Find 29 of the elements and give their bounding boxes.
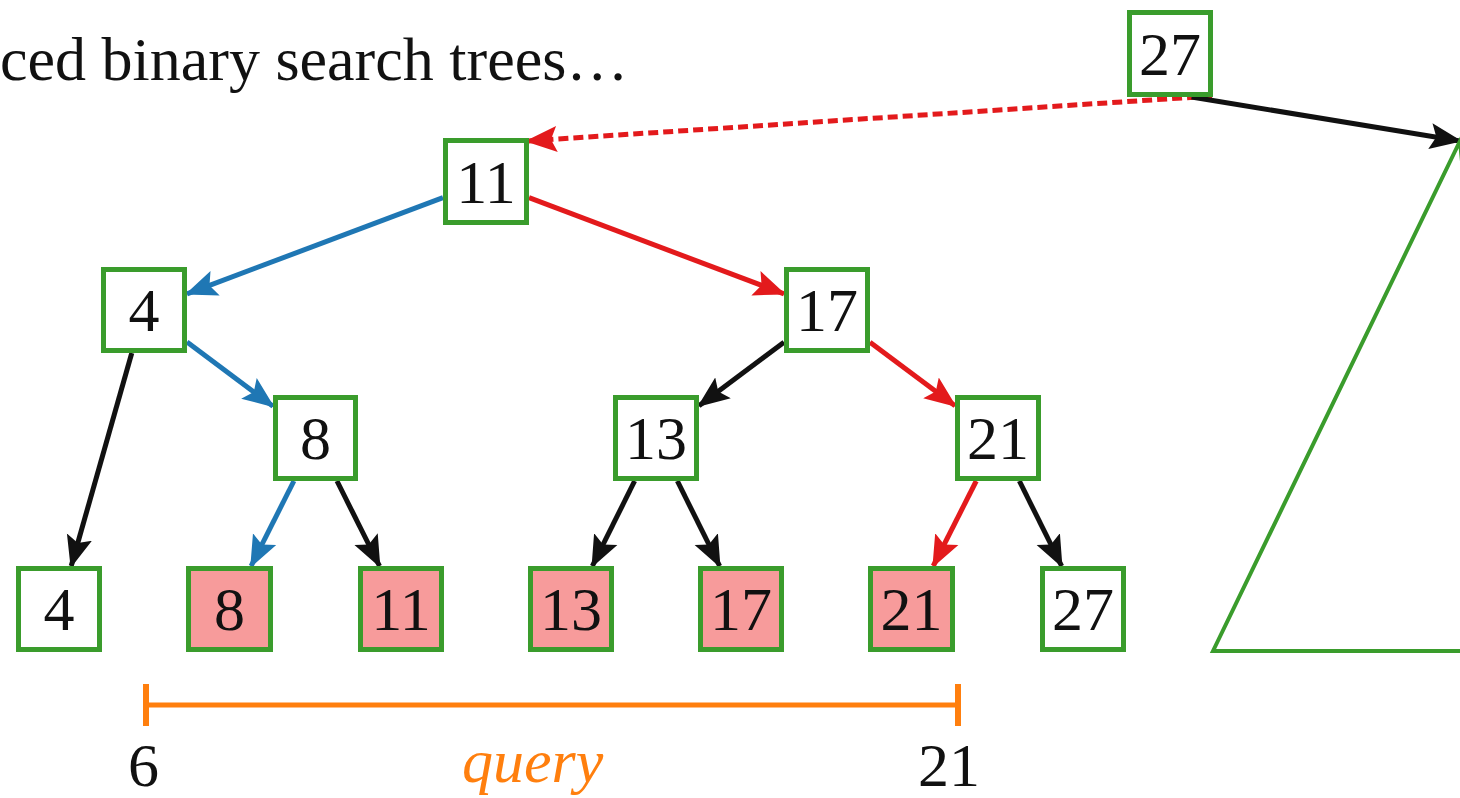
arrow: [1191, 94, 1460, 149]
tree-node: 13: [613, 395, 699, 481]
arrow: [248, 479, 297, 568]
tree-node: 4: [16, 566, 102, 652]
arrow: [334, 479, 382, 568]
tree-node: 4: [101, 267, 187, 353]
arrow: [528, 195, 786, 297]
tree-node: 13: [528, 566, 614, 652]
tree-node: 21: [955, 395, 1041, 481]
arrow: [868, 340, 957, 408]
tree-node: 27: [1040, 566, 1126, 652]
arrow: [66, 352, 135, 568]
arrow: [185, 195, 444, 297]
tree-node: 8: [186, 566, 273, 652]
tree-node: 21: [868, 566, 955, 652]
tree-node: 11: [358, 566, 444, 652]
arrow: [185, 340, 275, 409]
arrow: [931, 479, 979, 568]
arrow: [697, 340, 786, 408]
range-start-label: 6: [128, 734, 159, 796]
tree-node: 27: [1127, 10, 1213, 97]
range-end-label: 21: [918, 734, 980, 796]
tree-node: 8: [273, 395, 358, 481]
tree-node: 17: [784, 267, 870, 353]
arrow: [590, 479, 637, 568]
tree-node: 11: [443, 138, 529, 225]
arrow: [675, 479, 722, 568]
tree-node: 17: [698, 566, 784, 652]
arrow: [1017, 479, 1064, 568]
